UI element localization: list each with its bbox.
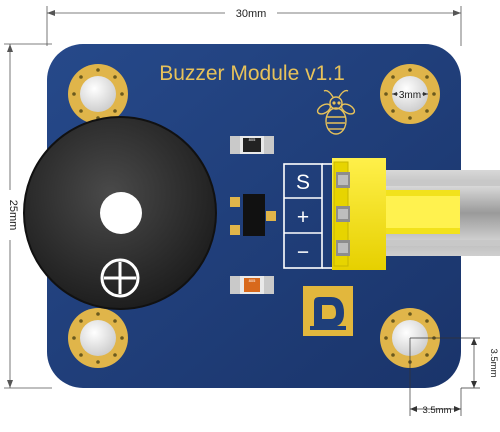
dimension-hole-diameter: 3mm [392,90,428,101]
pin-label-minus: − [297,241,309,264]
dimension-height: 25mm [4,43,52,389]
dimension-width: 30mm [46,6,462,46]
hole-offset-x-label: 3.5mm [422,405,451,416]
pin-label-box: S + − [283,163,336,269]
buzzer [23,116,217,310]
header-connector [332,158,500,270]
mounting-hole-top-right [380,64,440,124]
transistor [230,194,276,236]
mounting-hole-bottom-left [68,308,128,368]
pin-label-signal: S [296,171,310,194]
resistor-top-code: 805 [249,137,256,142]
resistor-bottom: 805 [230,276,274,294]
dimension-hole-offset: 3.5mm 3.5mm [409,337,499,416]
buzzer-plus-icon [100,258,140,298]
width-label: 30mm [236,8,267,20]
pin-label-plus: + [297,206,309,229]
resistor-bottom-code: 805 [249,278,256,283]
buzzer-sound-hole [100,192,142,234]
resistor-top: 805 [230,136,274,154]
hole-diameter-label: 3mm [399,90,421,101]
brand-logo-icon [303,286,353,336]
height-label: 25mm [7,200,19,231]
hole-offset-y-label: 3.5mm [488,348,499,377]
mounting-hole-top-left [68,64,128,124]
module-title: Buzzer Module v1.1 [159,62,345,85]
bee-logo-icon [316,89,356,135]
